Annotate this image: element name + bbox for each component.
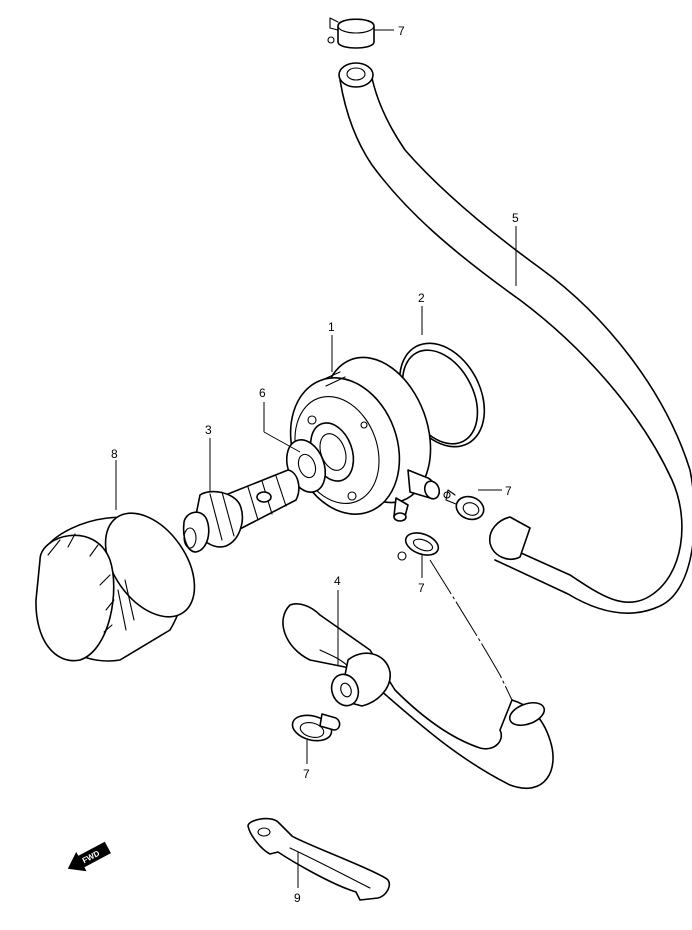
callout-7-top: 7 [398, 24, 405, 38]
callout-9: 9 [294, 891, 301, 905]
callout-4: 4 [334, 574, 341, 588]
callout-2: 2 [418, 291, 425, 305]
callout-labels: 7 5 2 1 6 3 8 7 7 4 7 9 [111, 24, 519, 905]
part-7-lower-clamp [291, 713, 341, 742]
callout-3: 3 [205, 423, 212, 437]
callout-6: 6 [259, 386, 266, 400]
part-9-bracket [247, 817, 391, 901]
callout-5: 5 [512, 211, 519, 225]
part-3-union-bolt [182, 469, 300, 553]
part-4-hose [282, 603, 554, 790]
part-5-hose [338, 62, 692, 614]
callout-7-right: 7 [505, 484, 512, 498]
part-7-middle-clamp [397, 532, 440, 561]
leader-lines [115, 29, 517, 888]
callout-8: 8 [111, 447, 118, 461]
forward-arrow-icon: FWD [67, 841, 111, 872]
part-1-oil-cooler [289, 356, 441, 522]
callout-1: 1 [328, 320, 335, 334]
part-7-right-clamp [443, 489, 485, 521]
callout-7-lower: 7 [303, 767, 310, 781]
callout-7-middle: 7 [418, 581, 425, 595]
part-7-top-clamp [327, 17, 375, 49]
part-8-oil-filter [35, 512, 196, 662]
